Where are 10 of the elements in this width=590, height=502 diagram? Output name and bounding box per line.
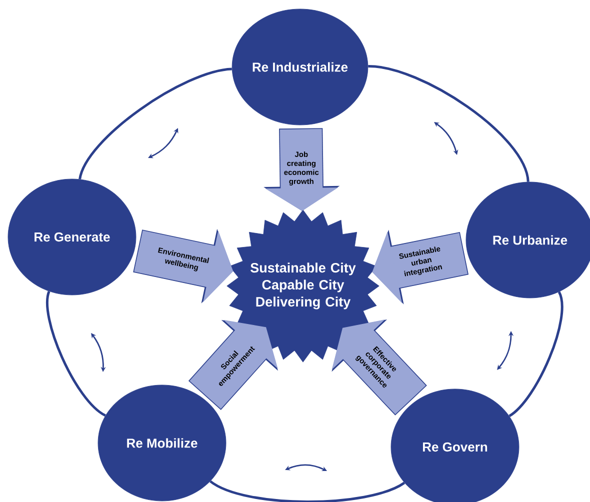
circle-node: Re Industrialize — [232, 8, 368, 126]
ring-line — [46, 291, 106, 417]
circle-node: Re Generate — [8, 178, 136, 296]
ring-line — [368, 64, 530, 182]
circle-node: Re Mobilize — [98, 384, 226, 502]
ring-line — [508, 292, 564, 417]
ring-line — [78, 68, 232, 180]
ring-line — [210, 480, 406, 502]
circle-node: Re Urbanize — [466, 182, 590, 298]
circle-node: Re Govern — [390, 388, 520, 502]
